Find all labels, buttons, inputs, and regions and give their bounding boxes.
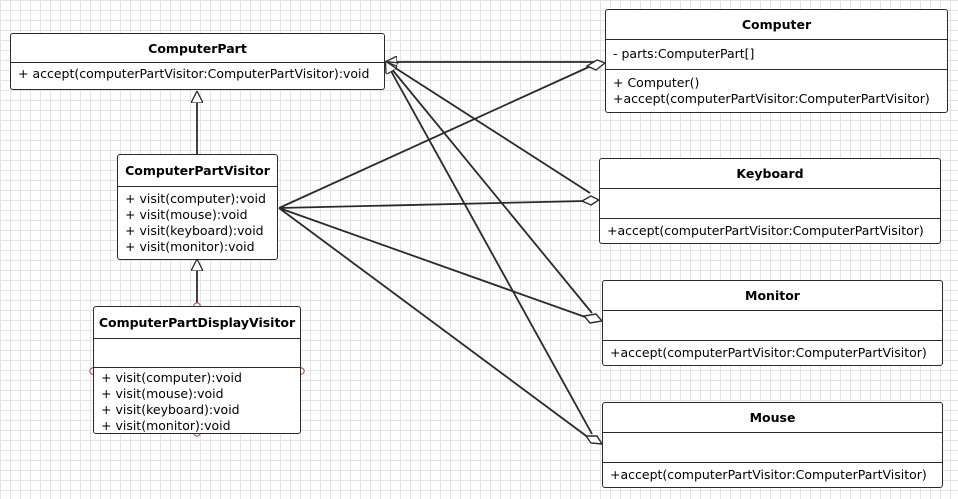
operation: + visit(mouse):void xyxy=(101,386,224,401)
class-keyboard[interactable]: Keyboard +accept(computerPartVisitor:Com… xyxy=(599,158,941,244)
operations: + accept(computerPartVisitor:ComputerPar… xyxy=(11,63,384,85)
operation: + visit(keyboard):void xyxy=(125,223,264,238)
attributes: - parts:ComputerPart[] xyxy=(606,40,947,70)
generalization-keyboard-to-computerpart xyxy=(386,62,591,194)
operation: +accept(computerPartVisitor:ComputerPart… xyxy=(610,467,927,482)
operation: + visit(mouse):void xyxy=(125,207,248,222)
operations: +accept(computerPartVisitor:ComputerPart… xyxy=(600,219,940,242)
operation: +accept(computerPartVisitor:ComputerPart… xyxy=(607,223,924,238)
aggregation-visitor-keyboard xyxy=(278,200,587,209)
aggregation-diamond-mouse xyxy=(584,435,604,445)
operation: + visit(computer):void xyxy=(125,191,266,206)
aggregation-visitor-mouse xyxy=(278,207,590,439)
class-computerpartdisplayvisitor[interactable]: ComputerPartDisplayVisitor + visit(compu… xyxy=(93,306,301,434)
class-name: Keyboard xyxy=(600,159,940,189)
operation: + visit(computer):void xyxy=(101,370,242,385)
operations: + visit(computer):void + visit(mouse):vo… xyxy=(94,368,300,437)
attributes xyxy=(600,189,940,219)
class-computerpartvisitor[interactable]: ComputerPartVisitor + visit(computer):vo… xyxy=(117,154,278,260)
operation: +accept(computerPartVisitor:ComputerPart… xyxy=(613,91,930,106)
attributes xyxy=(603,311,942,341)
operation: + visit(monitor):void xyxy=(101,418,231,433)
class-monitor[interactable]: Monitor +accept(computerPartVisitor:Comp… xyxy=(602,280,943,366)
operations: +accept(computerPartVisitor:ComputerPart… xyxy=(603,341,942,364)
class-mouse[interactable]: Mouse +accept(computerPartVisitor:Comput… xyxy=(602,402,943,488)
class-name: ComputerPartVisitor xyxy=(118,155,277,187)
operations: + visit(computer):void + visit(mouse):vo… xyxy=(118,187,277,258)
class-computerpart[interactable]: ComputerPart + accept(computerPartVisito… xyxy=(10,33,385,90)
operation: + visit(keyboard):void xyxy=(101,402,240,417)
operation: + visit(monitor):void xyxy=(125,239,255,254)
class-name: Mouse xyxy=(603,403,942,433)
attributes xyxy=(94,339,300,368)
generalization-monitor-to-computerpart xyxy=(386,62,593,314)
class-name: ComputerPartDisplayVisitor xyxy=(94,307,300,339)
aggregation-visitor-monitor xyxy=(278,207,589,319)
aggregation-diamond-monitor xyxy=(582,313,604,324)
attributes xyxy=(603,433,942,463)
generalization-mouse-to-computerpart xyxy=(386,62,593,435)
aggregation-visitor-computer xyxy=(278,65,592,209)
aggregation-diamond-computer xyxy=(585,59,607,71)
attribute: - parts:ComputerPart[] xyxy=(613,46,755,61)
operations: +accept(computerPartVisitor:ComputerPart… xyxy=(603,463,942,486)
operation: +accept(computerPartVisitor:ComputerPart… xyxy=(610,345,927,360)
operation: + accept(computerPartVisitor:ComputerPar… xyxy=(18,66,370,81)
aggregation-diamond-keyboard xyxy=(580,195,601,206)
operation: + Computer() xyxy=(613,75,700,90)
class-computer[interactable]: Computer - parts:ComputerPart[] + Comput… xyxy=(605,9,948,113)
class-name: Monitor xyxy=(603,281,942,311)
class-name: Computer xyxy=(606,10,947,40)
class-name: ComputerPart xyxy=(11,34,384,63)
operations: + Computer() +accept(computerPartVisitor… xyxy=(606,70,947,110)
